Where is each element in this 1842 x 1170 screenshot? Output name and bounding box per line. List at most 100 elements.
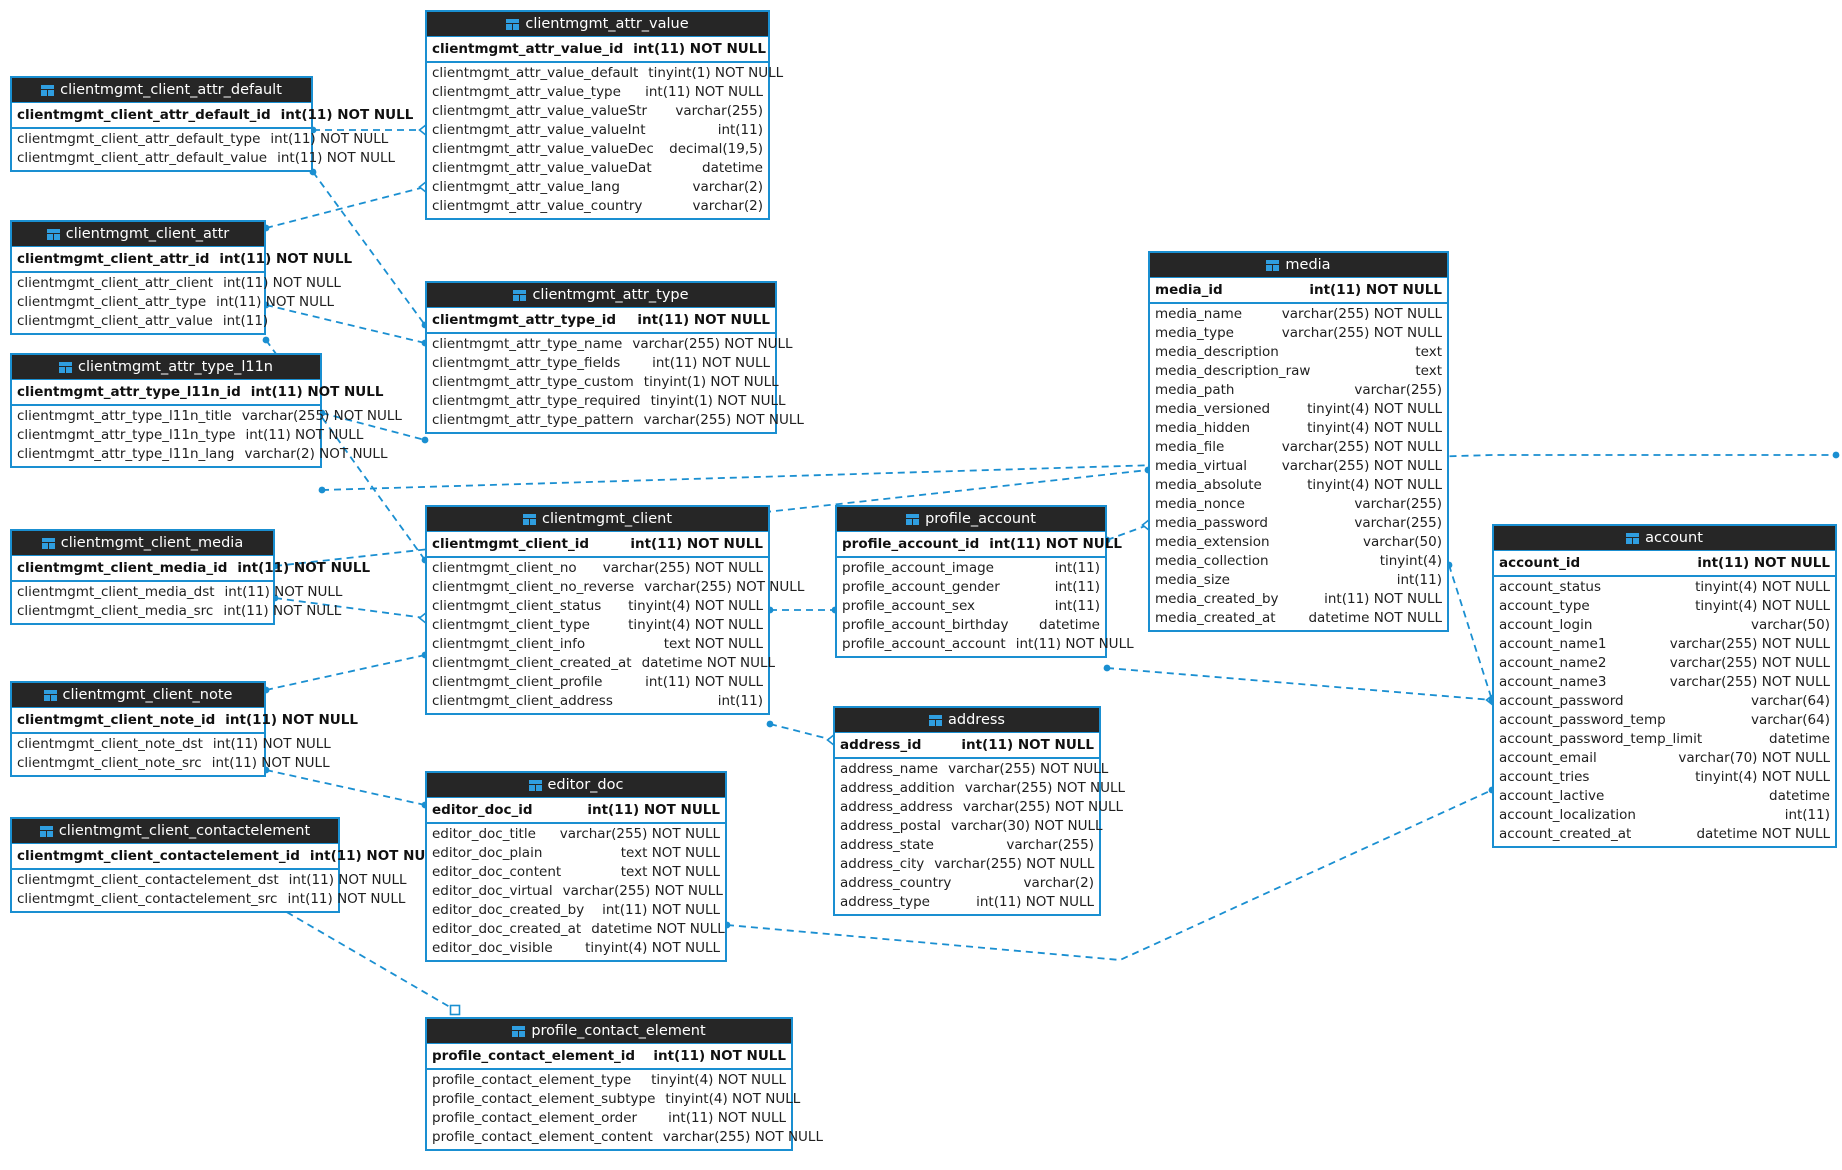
entity-table-clientmgmt_client_attr[interactable]: clientmgmt_client_attr clientmgmt_client_… (10, 220, 352, 335)
relation-endpoint-dot (421, 436, 429, 444)
column-name: account_password_temp (1499, 712, 1666, 728)
column-type: int(11) (1784, 807, 1830, 823)
table-title-bar[interactable]: media (1150, 253, 1447, 278)
table-title-bar[interactable]: clientmgmt_client_contactelement (12, 819, 338, 844)
table-title-bar[interactable]: clientmgmt_client (427, 507, 768, 532)
column-type: int(11) NOT NULL (277, 150, 395, 166)
table-title-bar[interactable]: editor_doc (427, 773, 725, 798)
table-title-bar[interactable]: address (835, 708, 1099, 733)
table-icon (906, 513, 920, 525)
table-title-bar[interactable]: clientmgmt_client_attr_default (12, 78, 311, 103)
column-name: clientmgmt_client_media_dst (17, 584, 215, 600)
column-name: profile_contact_element_type (432, 1072, 632, 1088)
table-title-bar[interactable]: clientmgmt_attr_type_l11n (12, 355, 320, 380)
column-name: clientmgmt_attr_type_custom (432, 374, 634, 390)
relation-line-clientmgmt_client_note-to-clientmgmt_client (265, 654, 426, 691)
column-type: varchar(255) NOT NULL (962, 799, 1124, 815)
table-title-bar[interactable]: clientmgmt_attr_value (427, 12, 768, 37)
entity-table-clientmgmt_client_contactelement[interactable]: clientmgmt_client_contactelement clientmg… (10, 817, 443, 913)
column-name: account_name3 (1499, 674, 1607, 690)
column-type: text NOT NULL (620, 845, 720, 861)
entity-table-clientmgmt_client_attr_default[interactable]: clientmgmt_client_attr_default clientmgmt… (10, 76, 413, 172)
table-name: editor_doc (547, 777, 624, 793)
table-title-bar[interactable]: clientmgmt_client_attr (12, 222, 264, 247)
column-name: clientmgmt_client_note_src (17, 755, 202, 771)
column-name: editor_doc_virtual (432, 883, 553, 899)
column-name: clientmgmt_client_attr_default_type (17, 131, 261, 147)
column-name: profile_account_image (842, 560, 994, 576)
primary-key-name: clientmgmt_attr_value_id (432, 41, 624, 57)
table-name: clientmgmt_attr_type_l11n (78, 359, 273, 375)
column-name: editor_doc_created_at (432, 921, 582, 937)
column-name: media_password (1155, 515, 1268, 531)
column-name: media_name (1155, 306, 1243, 322)
table-title-bar[interactable]: clientmgmt_client_note (12, 683, 264, 708)
column-name: clientmgmt_attr_value_valueDat (432, 160, 652, 176)
column-name: clientmgmt_attr_type_fields (432, 355, 621, 371)
column-type: tinyint(1) NOT NULL (648, 65, 784, 81)
entity-table-clientmgmt_attr_type_l11n[interactable]: clientmgmt_attr_type_l11n clientmgmt_attr… (10, 353, 402, 468)
column-name: media_description_raw (1155, 363, 1311, 379)
entity-table-clientmgmt_attr_type[interactable]: clientmgmt_attr_type clientmgmt_attr_type… (425, 281, 804, 434)
column-type: varchar(255) (1354, 496, 1442, 512)
column-name: clientmgmt_attr_type_required (432, 393, 641, 409)
table-title-bar[interactable]: account (1494, 526, 1835, 551)
entity-table-clientmgmt_attr_value[interactable]: clientmgmt_attr_value clientmgmt_attr_val… (425, 10, 783, 220)
column-name: editor_doc_created_by (432, 902, 585, 918)
column-type: int(11) (717, 693, 763, 709)
column-name: profile_contact_element_content (432, 1129, 653, 1145)
column-name: address_addition (840, 780, 955, 796)
table-title-bar[interactable]: profile_contact_element (427, 1019, 791, 1044)
column-type: varchar(50) (1750, 617, 1830, 633)
table-title-bar[interactable]: clientmgmt_client_media (12, 531, 273, 556)
column-name: account_tries (1499, 769, 1590, 785)
entity-table-profile_contact_element[interactable]: profile_contact_element profile_contact_e… (425, 1017, 823, 1151)
column-name: account_password_temp_limit (1499, 731, 1703, 747)
primary-key-name: address_id (840, 737, 922, 753)
primary-key-type: int(11) NOT NULL (237, 560, 371, 576)
column-type: int(11) NOT NULL (288, 872, 407, 888)
column-name: clientmgmt_client_contactelement_src (17, 891, 278, 907)
column-type: int(11) NOT NULL (652, 355, 770, 371)
column-type: datetime (1769, 731, 1830, 747)
column-name: clientmgmt_attr_value_type (432, 84, 621, 100)
column-name: clientmgmt_client_status (432, 598, 602, 614)
column-type: varchar(30) NOT NULL (950, 818, 1103, 834)
column-type: int(11) NOT NULL (212, 736, 331, 752)
primary-key-type: int(11) NOT NULL (1697, 555, 1830, 571)
column-type: int(11) NOT NULL (287, 891, 406, 907)
table-title-bar[interactable]: profile_account (837, 507, 1105, 532)
column-type: varchar(2) (692, 179, 763, 195)
table-title-bar[interactable]: clientmgmt_attr_type (427, 283, 775, 308)
column-name: clientmgmt_attr_type_l11n_lang (17, 446, 235, 462)
column-name: account_name1 (1499, 636, 1607, 652)
